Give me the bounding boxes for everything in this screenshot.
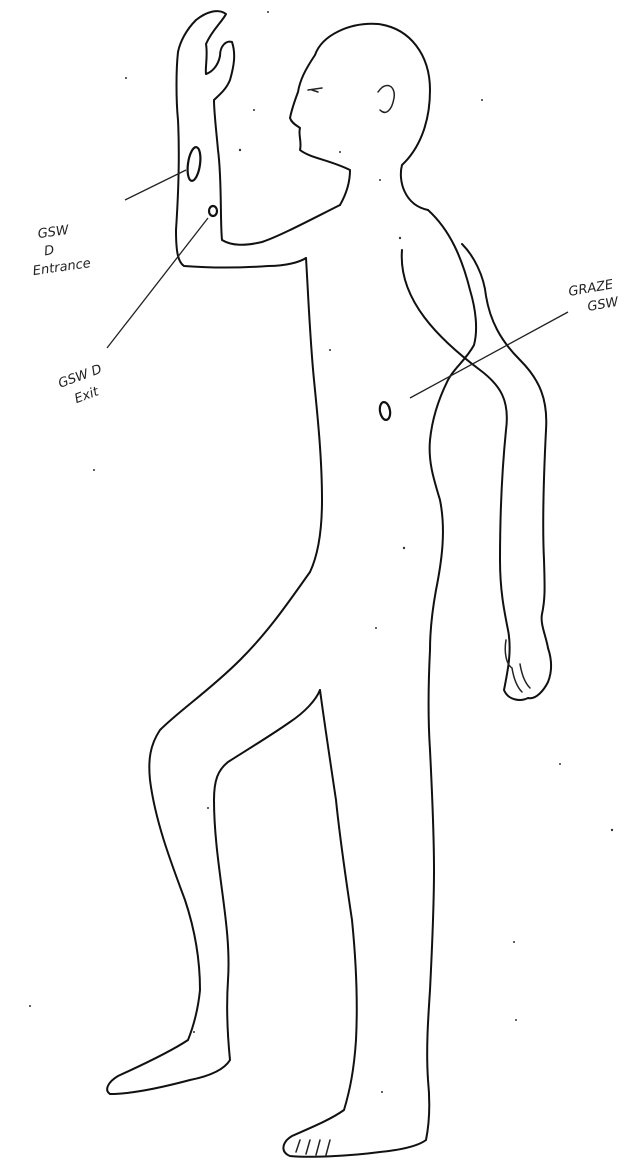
toes [296,1140,330,1155]
exit-label-line2: Exit [73,384,102,407]
front-leg-outline [107,572,320,1094]
ear-outline [378,85,394,112]
exit-label-line1: GSW D [56,362,104,392]
graze-wound [379,401,392,420]
eye [308,88,322,92]
graze-label-line2: GSW [586,295,620,315]
exit-wound [209,206,217,216]
entrance-leader-line [125,170,186,200]
entrance-wound [186,146,203,181]
exit-label: GSW D Exit [56,362,111,410]
torso-front-outline [306,258,322,572]
graze-label: GRAZE GSW [567,277,620,318]
entrance-label-line1: GSW [37,223,71,242]
paper-specks [29,11,613,1093]
entrance-label-line3: Entrance [32,256,92,279]
entrance-label-line2: D [43,243,55,259]
torso-back-outline [428,210,476,650]
standing-leg-outline [283,650,434,1157]
exit-leader-line [107,218,208,348]
hanging-arm-outline [402,244,551,700]
graze-leader-line [410,312,568,398]
entrance-label: GSW D Entrance [27,221,92,280]
raised-arm-outline [176,11,340,267]
head-outline [290,24,430,210]
